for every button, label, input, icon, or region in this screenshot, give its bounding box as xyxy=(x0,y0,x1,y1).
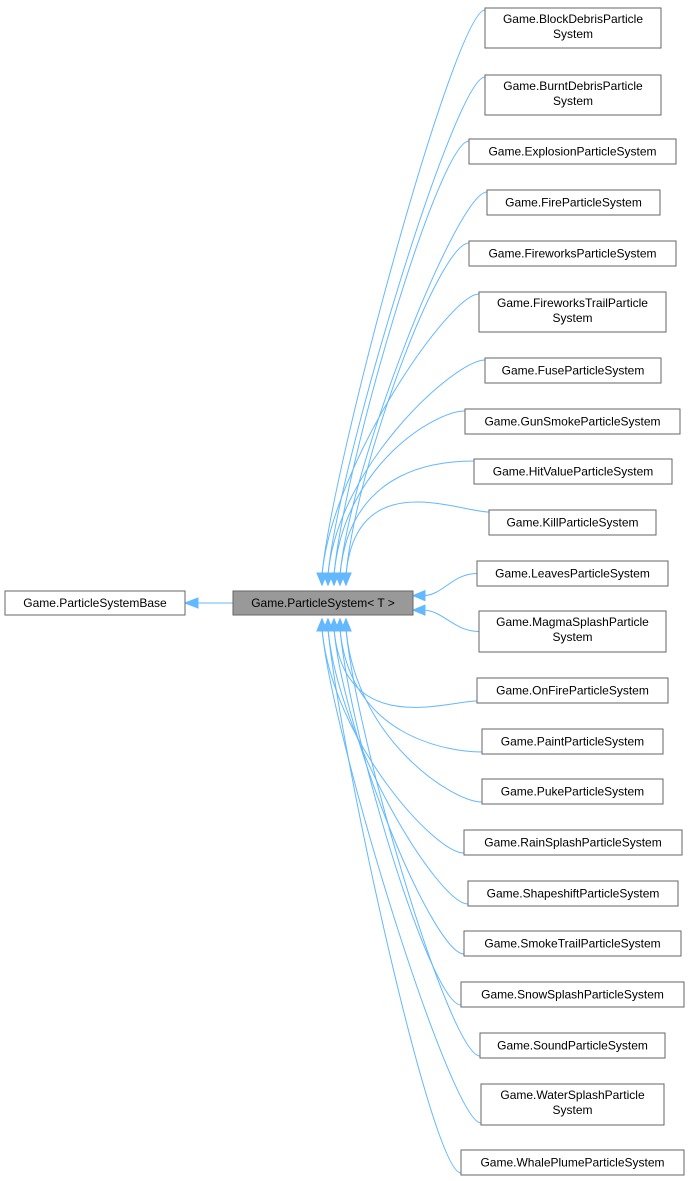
node-label: Game.WhalePlumeParticleSystem xyxy=(480,1156,664,1170)
node-label: Game.FireParticleSystem xyxy=(505,196,642,210)
node-label: Game.OnFireParticleSystem xyxy=(496,684,649,698)
node-fireworks-particle-system[interactable]: Game.FireworksParticleSystem xyxy=(468,240,677,267)
node-gun-smoke-particle-system[interactable]: Game.GunSmokeParticleSystem xyxy=(464,408,681,435)
node-label: Game.ExplosionParticleSystem xyxy=(488,145,656,159)
node-label: Game.GunSmokeParticleSystem xyxy=(484,415,660,429)
node-label: Game.RainSplashParticleSystem xyxy=(484,836,661,850)
node-fire-particle-system[interactable]: Game.FireParticleSystem xyxy=(486,189,661,216)
node-snow-splash-particle-system[interactable]: Game.SnowSplashParticleSystem xyxy=(460,981,685,1008)
node-label: Game.LeavesParticleSystem xyxy=(495,567,650,581)
node-label: Game.FuseParticleSystem xyxy=(502,364,645,378)
node-label: Game.FireworksParticleSystem xyxy=(488,247,656,261)
node-smoke-trail-particle-system[interactable]: Game.SmokeTrailParticleSystem xyxy=(463,930,682,957)
node-label: System xyxy=(552,311,592,325)
node-rain-splash-particle-system[interactable]: Game.RainSplashParticleSystem xyxy=(463,829,683,856)
node-label: System xyxy=(553,94,593,108)
edge-shapeshift-particle-system xyxy=(322,617,469,905)
node-label: Game.KillParticleSystem xyxy=(506,516,638,530)
edge-whale-plume-particle-system xyxy=(322,617,462,1174)
edge-current-to-base xyxy=(183,597,233,609)
node-label: Game.ParticleSystem< T > xyxy=(251,596,395,610)
node-sound-particle-system[interactable]: Game.SoundParticleSystem xyxy=(479,1032,666,1059)
edge-hit-value-particle-system xyxy=(334,460,475,587)
node-particle-system-current: Game.ParticleSystem< T > xyxy=(232,590,414,616)
edge-fire-particle-system xyxy=(334,191,488,587)
node-label: Game.PaintParticleSystem xyxy=(501,735,644,749)
edge-snow-splash-particle-system xyxy=(334,617,462,1006)
node-label: Game.BlockDebrisParticle xyxy=(503,12,643,26)
node-label: Game.HitValueParticleSystem xyxy=(493,465,654,479)
edge-fireworks-trail-particle-system xyxy=(316,293,480,587)
node-explosion-particle-system[interactable]: Game.ExplosionParticleSystem xyxy=(468,138,677,165)
edge-leaves-particle-system xyxy=(411,573,478,602)
edge-rain-splash-particle-system xyxy=(316,617,465,854)
node-hit-value-particle-system[interactable]: Game.HitValueParticleSystem xyxy=(473,458,673,485)
edge-block-debris-particle-system xyxy=(316,9,486,587)
node-label: Game.ShapeshiftParticleSystem xyxy=(487,887,660,901)
edge-burnt-debris-particle-system xyxy=(322,76,486,587)
node-fuse-particle-system[interactable]: Game.FuseParticleSystem xyxy=(484,357,662,384)
node-label: Game.PukeParticleSystem xyxy=(501,785,644,799)
edge-gun-smoke-particle-system xyxy=(328,410,466,587)
node-label: System xyxy=(552,1103,592,1117)
node-whale-plume-particle-system[interactable]: Game.WhalePlumeParticleSystem xyxy=(460,1149,685,1176)
node-paint-particle-system[interactable]: Game.PaintParticleSystem xyxy=(481,728,664,755)
node-shapeshift-particle-system[interactable]: Game.ShapeshiftParticleSystem xyxy=(467,880,679,907)
node-kill-particle-system[interactable]: Game.KillParticleSystem xyxy=(488,509,657,536)
edge-magma-splash-particle-system xyxy=(411,604,480,632)
node-label: Game.FireworksTrailParticle xyxy=(497,296,648,310)
edge-puke-particle-system xyxy=(340,617,483,803)
node-particle-system-base[interactable]: Game.ParticleSystemBase xyxy=(4,590,186,616)
edge-kill-particle-system xyxy=(340,501,490,587)
node-puke-particle-system[interactable]: Game.PukeParticleSystem xyxy=(481,778,664,805)
node-label: Game.WaterSplashParticle xyxy=(500,1088,645,1102)
derived-class-nodes: Game.BlockDebrisParticleSystemGame.Burnt… xyxy=(460,7,685,1176)
node-label: Game.SnowSplashParticleSystem xyxy=(481,988,664,1002)
node-label: Game.SoundParticleSystem xyxy=(497,1039,648,1053)
node-leaves-particle-system[interactable]: Game.LeavesParticleSystem xyxy=(476,560,669,587)
node-label: Game.SmokeTrailParticleSystem xyxy=(484,937,660,951)
node-on-fire-particle-system[interactable]: Game.OnFireParticleSystem xyxy=(476,677,669,704)
edge-on-fire-particle-system xyxy=(328,617,478,708)
edge-sound-particle-system xyxy=(340,617,481,1057)
inheritance-edges xyxy=(183,9,490,1174)
node-label: Game.MagmaSplashParticle xyxy=(496,615,649,629)
node-label: Game.ParticleSystemBase xyxy=(23,596,167,610)
node-label: Game.BurntDebrisParticle xyxy=(503,79,643,93)
node-label: System xyxy=(553,27,593,41)
edge-paint-particle-system xyxy=(334,617,483,753)
node-label: System xyxy=(552,630,592,644)
